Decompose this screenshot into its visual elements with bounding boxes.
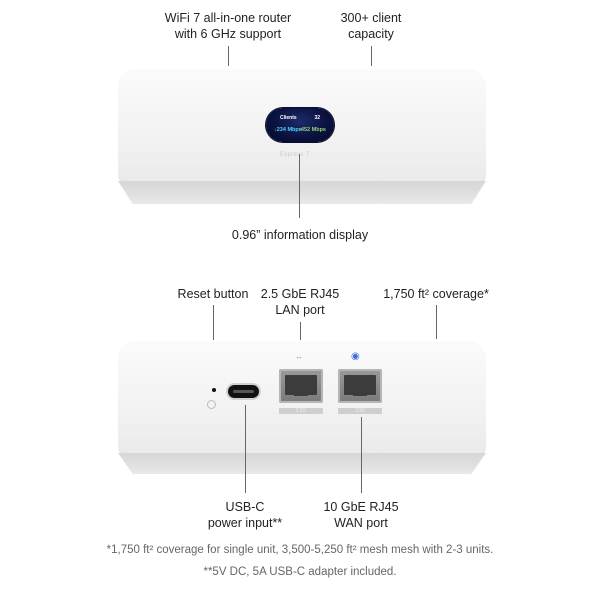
clients-leader-line — [371, 46, 372, 66]
wan-port[interactable] — [338, 369, 382, 403]
display-clients-label: Clients — [280, 115, 297, 121]
wan-callout-line1: 10 GbE RJ45 — [323, 500, 399, 514]
coverage-callout: 1,750 ft² coverage* — [383, 286, 489, 302]
wan-callout-line2: WAN port — [334, 516, 388, 530]
wifi-callout-line2: with 6 GHz support — [174, 27, 282, 41]
lan-port-tag: 2.5G — [279, 408, 323, 414]
reset-icon — [207, 400, 216, 409]
clients-callout-line2: capacity — [348, 27, 394, 41]
display-download: ↓234 Mbps — [274, 127, 302, 133]
display-leader-line — [299, 154, 300, 218]
router-front-view: Clients 32 ↓234 Mbps ↑452 Mbps Express 7 — [118, 68, 486, 204]
globe-icon: ◉ — [351, 351, 360, 362]
information-display: Clients 32 ↓234 Mbps ↑452 Mbps — [266, 108, 334, 142]
footnote-power: **5V DC, 5A USB-C adapter included. — [203, 566, 397, 578]
wan-callout: 10 GbE RJ45 WAN port — [323, 499, 398, 531]
model-label: Express 7 — [280, 152, 310, 158]
reset-callout: Reset button — [178, 286, 249, 302]
wifi-callout: WiFi 7 all-in-one router with 6 GHz supp… — [165, 10, 291, 42]
wan-port-tag: 10G — [338, 408, 382, 414]
lan-callout-line1: 2.5 GbE RJ45 — [260, 287, 340, 301]
router-rear-base — [118, 453, 486, 474]
footnote-coverage: *1,750 ft² coverage for single unit, 3,5… — [106, 544, 494, 556]
router-front-base — [118, 181, 486, 204]
wifi-leader-line — [228, 46, 229, 66]
coverage-leader-line — [436, 305, 437, 339]
display-callout: 0.96” information display — [232, 227, 368, 243]
double-arrow-icon: ↔ — [295, 352, 303, 361]
coverage-callout-line1: 1,750 ft² coverage* — [383, 287, 489, 301]
display-callout-line1: 0.96” information display — [231, 228, 369, 242]
lan-callout-line2: LAN port — [275, 303, 325, 317]
usbc-callout-line2: power input** — [207, 516, 283, 530]
clients-callout: 300+ client capacity — [341, 10, 402, 42]
usb-c-port[interactable] — [228, 385, 259, 398]
usbc-callout: USB-C power input** — [208, 499, 282, 531]
lan-leader-line — [300, 322, 301, 340]
router-rear-view: ↔ 2.5G ◉ 10G — [118, 340, 486, 474]
lan-port[interactable] — [279, 369, 323, 403]
usbc-callout-line1: USB-C — [225, 500, 265, 514]
wifi-callout-line1: WiFi 7 all-in-one router — [164, 11, 292, 25]
clients-callout-line1: 300+ client — [340, 11, 402, 25]
lan-callout: 2.5 GbE RJ45 LAN port — [261, 286, 340, 318]
display-clients-value: 32 — [314, 115, 320, 121]
reset-button[interactable] — [212, 388, 216, 392]
wan-leader-line — [361, 417, 362, 493]
reset-callout-line1: Reset button — [177, 287, 249, 301]
display-upload: ↑452 Mbps — [298, 127, 326, 133]
usbc-leader-line — [245, 405, 246, 493]
